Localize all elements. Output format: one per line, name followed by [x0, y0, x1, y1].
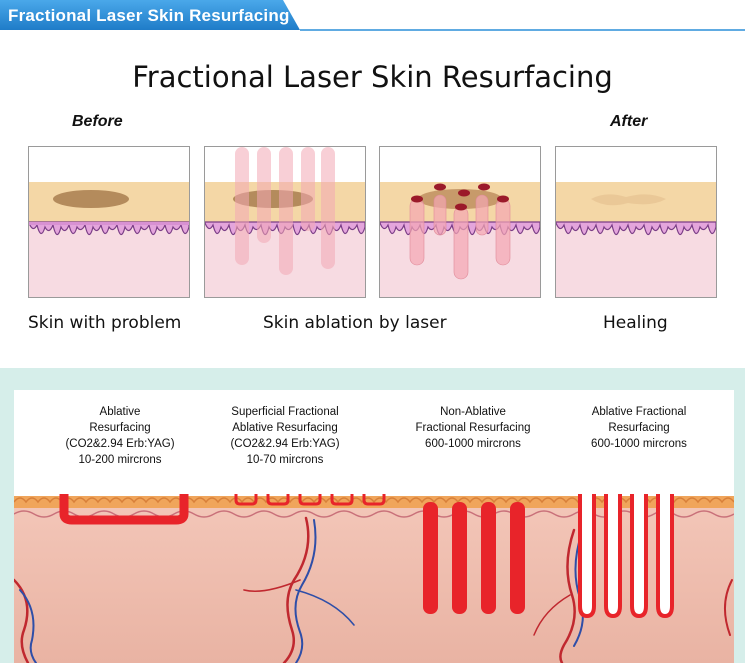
- header-banner: Fractional Laser Skin Resurfacing: [0, 0, 745, 34]
- panel-healed: [555, 146, 717, 298]
- caption-healing: Healing: [603, 313, 668, 333]
- banner-shape: [0, 0, 745, 31]
- label-line: Ablative Fractional: [591, 406, 687, 418]
- resurfacing-types-diagram: Ablative Resurfacing (CO2&2.94 Erb:YAG) …: [14, 390, 734, 663]
- label-line: Resurfacing: [608, 422, 670, 434]
- label-line: Non-Ablative: [440, 406, 506, 418]
- panel-laser-ablation: [204, 146, 366, 298]
- caption-skin-ablation: Skin ablation by laser: [263, 313, 447, 333]
- label-line: Ablative Resurfacing: [232, 422, 338, 434]
- label-line: 10-70 mircrons: [246, 454, 324, 466]
- label-line: Ablative: [99, 406, 141, 418]
- superficial-fractional-label: Superficial Fractional Ablative Resurfac…: [210, 404, 360, 468]
- ablative-fractional-label: Ablative Fractional Resurfacing 600-1000…: [564, 404, 714, 452]
- resurfacing-types-section: Ablative Resurfacing (CO2&2.94 Erb:YAG) …: [0, 368, 745, 663]
- label-line: Fractional Resurfacing: [415, 422, 531, 434]
- non-ablative-fractional-label: Non-Ablative Fractional Resurfacing 600-…: [398, 404, 548, 452]
- panel-ablated-channels: [379, 146, 541, 298]
- label-line: Resurfacing: [89, 422, 151, 434]
- label-line: 600-1000 mircrons: [425, 438, 521, 450]
- label-line: (CO2&2.94 Erb:YAG): [230, 438, 340, 450]
- banner-title: Fractional Laser Skin Resurfacing: [8, 6, 290, 25]
- label-line: Superficial Fractional: [231, 406, 339, 418]
- label-line: 600-1000 mircrons: [591, 438, 687, 450]
- ablative-resurfacing-label: Ablative Resurfacing (CO2&2.94 Erb:YAG) …: [45, 404, 195, 468]
- label-line: (CO2&2.94 Erb:YAG): [65, 438, 175, 450]
- panel-skin-problem: [28, 146, 190, 298]
- label-line: 10-200 mircrons: [78, 454, 162, 466]
- caption-skin-problem: Skin with problem: [28, 313, 182, 333]
- before-label: Before: [72, 113, 123, 130]
- after-label: After: [610, 113, 648, 130]
- skin-cross-section: [14, 494, 734, 663]
- page-title: Fractional Laser Skin Resurfacing: [132, 60, 613, 94]
